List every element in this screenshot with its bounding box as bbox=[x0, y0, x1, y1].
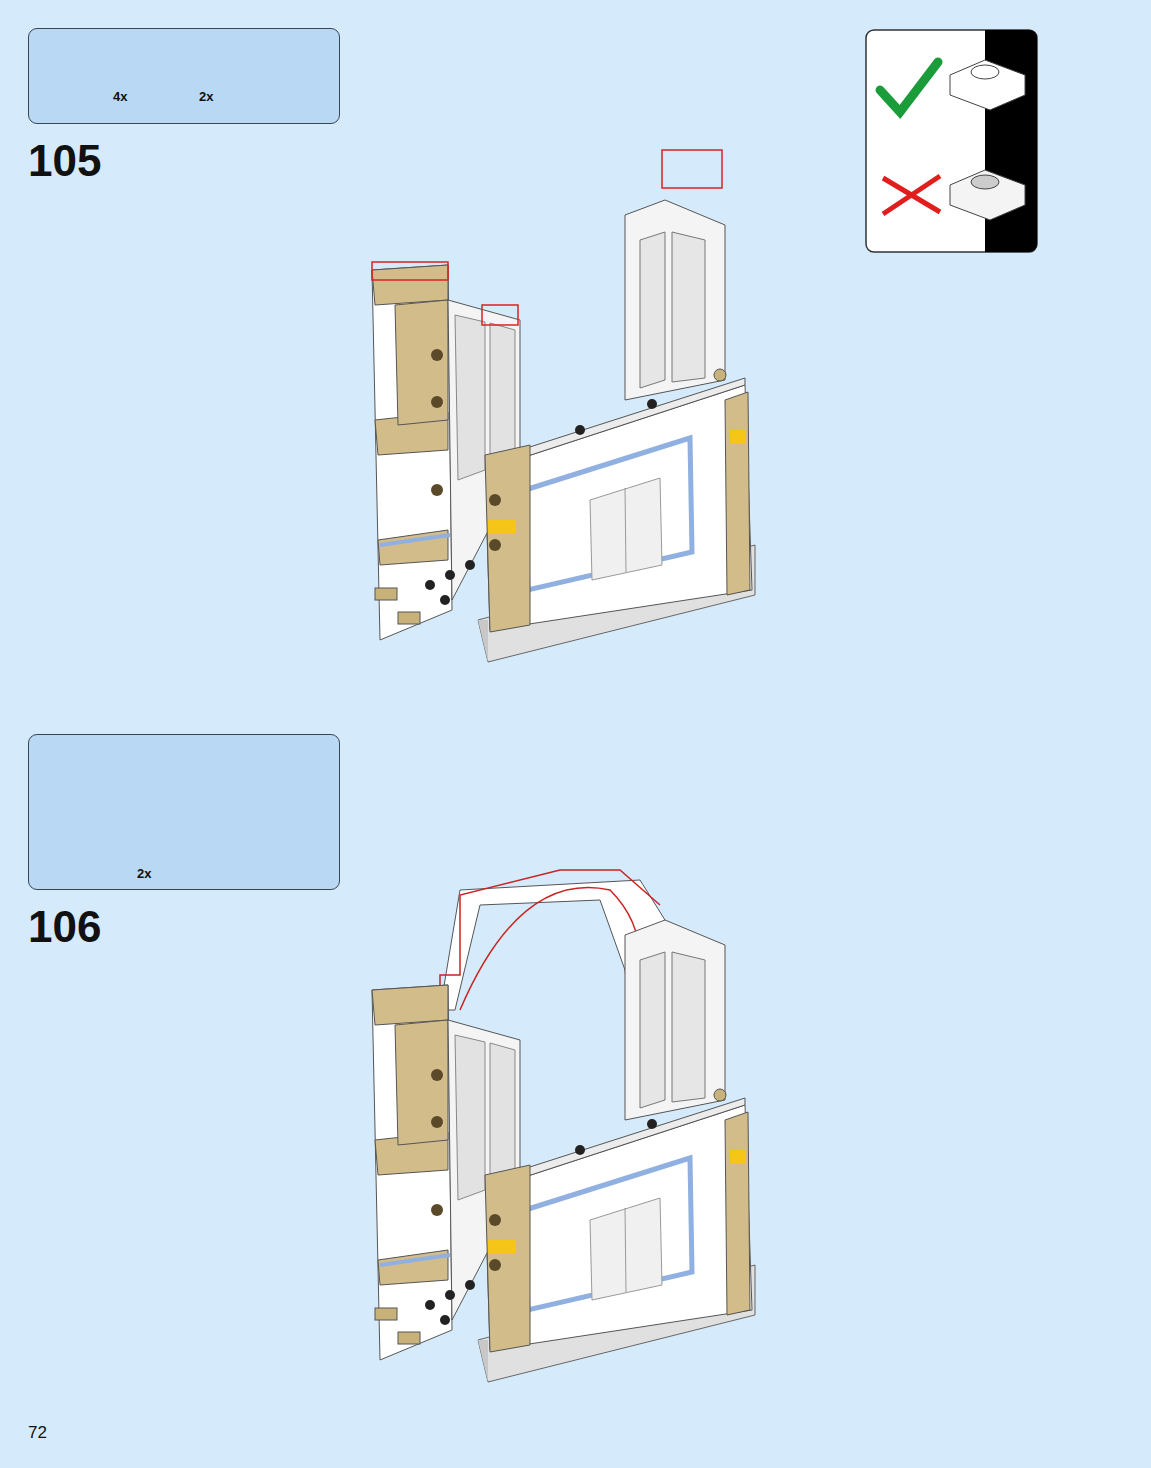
page-number: 72 bbox=[28, 1423, 47, 1443]
part-quantity: 4x bbox=[113, 89, 127, 104]
parts-callout: 4x 2x bbox=[28, 28, 340, 124]
step-number: 105 bbox=[28, 136, 101, 186]
part-quantity: 2x bbox=[137, 866, 151, 881]
parts-callout: 2x bbox=[28, 734, 340, 890]
step-number: 106 bbox=[28, 902, 101, 952]
part-quantity: 2x bbox=[199, 89, 213, 104]
